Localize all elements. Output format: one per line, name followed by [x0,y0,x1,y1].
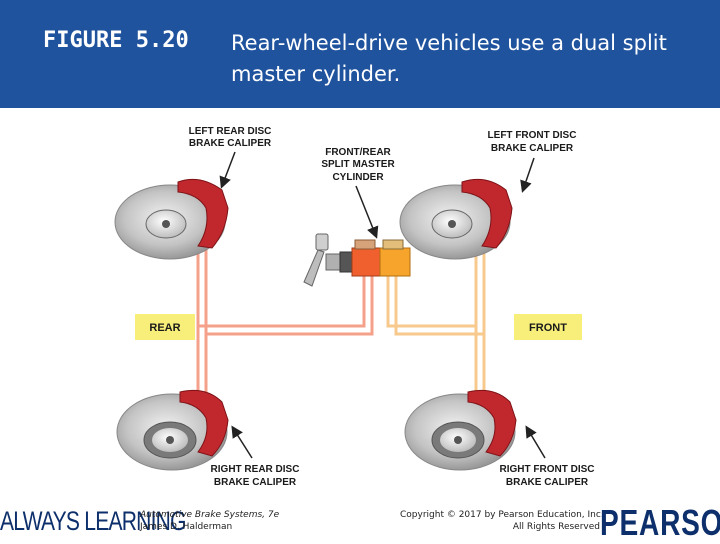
label-left-rear-line1: LEFT REAR DISC [189,126,272,137]
slide-footer: ALWAYS LEARNING Automotive Brake Systems… [0,500,720,543]
master-cylinder [303,233,411,287]
pearson-logo: PEARSON [600,502,720,543]
right-rear-disc [116,389,229,471]
label-master-line1: FRONT/REAR [325,147,391,158]
label-left-front-line2: BRAKE CALIPER [491,143,574,154]
rear-brake-lines [196,232,374,415]
label-right-front-line2: BRAKE CALIPER [506,477,589,488]
slide-header: FIGURE 5.20 Rear-wheel-drive vehicles us… [0,0,720,108]
label-right-rear-line1: RIGHT REAR DISC [211,464,300,475]
figure-caption: Rear-wheel-drive vehicles use a dual spl… [231,31,667,86]
label-right-front-line1: RIGHT FRONT DISC [500,464,595,475]
copyright: Copyright © 2017 by Pearson Education, I… [400,509,604,533]
brake-system-diagram: LEFT REAR DISC BRAKE CALIPER FRONT/REAR … [114,126,595,488]
left-rear-disc [114,178,229,260]
label-master-line3: CYLINDER [332,172,384,183]
label-front: FRONT [529,322,567,334]
label-master-line2: SPLIT MASTER [321,159,395,170]
copyright-line2: All Rights Reserved [512,522,600,532]
label-left-rear-line2: BRAKE CALIPER [189,138,272,149]
right-front-disc [404,389,517,471]
rear-label-box [135,314,195,340]
label-right-rear-line2: BRAKE CALIPER [214,477,297,488]
label-rear: REAR [149,322,180,334]
left-front-disc [399,178,513,260]
always-learning-logo: ALWAYS LEARNING [0,506,186,536]
book-title: Automotive Brake Systems, 7e [140,510,280,520]
book-info: Automotive Brake Systems, 7e James D. Ha… [140,509,279,533]
figure-label: FIGURE 5.20 [43,28,189,53]
callout-arrows [219,151,546,459]
label-left-front-line1: LEFT FRONT DISC [488,130,577,141]
book-author: James D. Halderman [140,522,233,532]
copyright-line1: Copyright © 2017 by Pearson Education, I… [400,510,604,520]
front-label-box [514,314,582,340]
